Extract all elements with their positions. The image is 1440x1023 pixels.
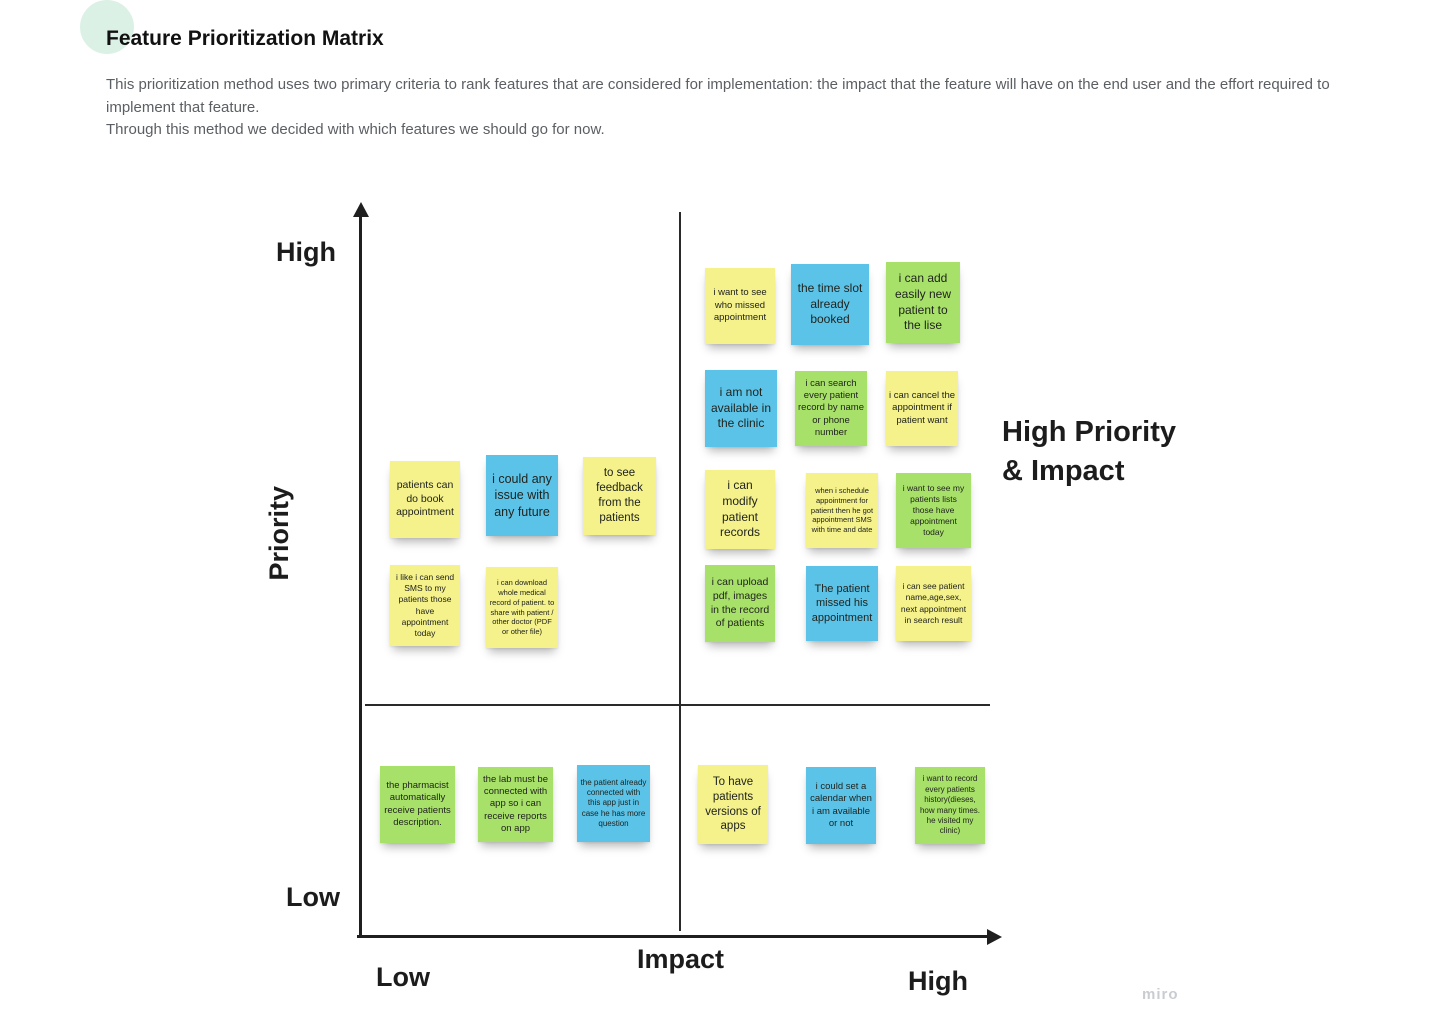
sticky-note-text: The patient missed his appointment: [811, 583, 873, 624]
sticky-note[interactable]: i can upload pdf, images in the record o…: [705, 565, 775, 642]
sticky-note[interactable]: To have patients versions of apps: [698, 765, 768, 844]
page-title: Feature Prioritization Matrix: [106, 27, 384, 51]
sticky-note-text: the patient already connected with this …: [580, 777, 647, 829]
sticky-note[interactable]: i could set a calendar when i am availab…: [806, 767, 876, 844]
sticky-note-text: i can add easily new patient to the lise: [894, 271, 952, 333]
board-description: This prioritization method uses two prim…: [106, 74, 1362, 142]
description-line-1: This prioritization method uses two prim…: [106, 76, 1330, 116]
sticky-note-text: the lab must be connected with app so i …: [483, 773, 548, 835]
sticky-note[interactable]: i could any issue with any future: [486, 455, 558, 536]
sticky-note-text: i can search every patient record by nam…: [798, 377, 865, 439]
sticky-note-text: i want to see my patients lists those ha…: [902, 482, 965, 538]
sticky-note-text: when i schedule appointment for patient …: [810, 486, 874, 535]
sticky-note[interactable]: the time slot already booked: [791, 264, 869, 345]
sticky-note[interactable]: i want to record every patients history(…: [915, 767, 985, 844]
sticky-note-text: i can see patient name,age,sex, next app…: [900, 581, 967, 625]
vertical-quadrant-divider: [679, 212, 681, 931]
y-axis-line: [359, 214, 362, 936]
x-axis-low-label: Low: [376, 962, 430, 992]
sticky-note-text: i am not available in the clinic: [710, 385, 772, 431]
sticky-note-text: i want to see who missed appointment: [713, 287, 767, 324]
sticky-note[interactable]: i can download whole medical record of p…: [486, 567, 558, 648]
sticky-note[interactable]: i want to see my patients lists those ha…: [896, 473, 971, 548]
y-axis-arrowhead: [353, 202, 369, 217]
high-priority-impact-annotation: High Priority & Impact: [1002, 413, 1176, 491]
annotation-line-1: High Priority: [1002, 416, 1177, 448]
title-accent-circle: [80, 0, 134, 54]
x-axis-high-label: High: [908, 966, 968, 996]
sticky-note[interactable]: i can modify patient records: [705, 470, 775, 549]
miro-watermark-logo: miro: [1142, 986, 1179, 1003]
sticky-note[interactable]: The patient missed his appointment: [806, 566, 878, 641]
sticky-note-text: i can upload pdf, images in the record o…: [710, 576, 770, 630]
sticky-note-text: i can download whole medical record of p…: [489, 578, 555, 636]
sticky-note[interactable]: i can search every patient record by nam…: [795, 371, 867, 446]
x-axis-title: Impact: [637, 944, 725, 974]
sticky-note[interactable]: i like i can send SMS to my patients tho…: [390, 565, 460, 646]
sticky-note[interactable]: i can add easily new patient to the lise: [886, 262, 960, 343]
y-axis-low-label: Low: [286, 882, 340, 912]
sticky-note[interactable]: the lab must be connected with app so i …: [478, 767, 553, 842]
sticky-note-text: the pharmacist automatically receive pat…: [384, 779, 451, 828]
sticky-note[interactable]: when i schedule appointment for patient …: [806, 473, 878, 548]
sticky-note-text: the time slot already booked: [797, 281, 863, 327]
sticky-note[interactable]: i can cancel the appointment if patient …: [886, 371, 958, 446]
sticky-note-text: i can cancel the appointment if patient …: [889, 389, 956, 426]
sticky-note-text: i like i can send SMS to my patients tho…: [395, 572, 455, 638]
sticky-note-text: patients can do book appointment: [396, 479, 454, 519]
sticky-note-text: to see feedback from the patients: [596, 467, 643, 524]
sticky-note-text: i can modify patient records: [719, 478, 760, 540]
sticky-note[interactable]: to see feedback from the patients: [583, 457, 656, 535]
description-line-2: Through this method we decided with whic…: [106, 121, 605, 138]
sticky-note-text: i could any issue with any future: [492, 472, 552, 519]
sticky-note-text: To have patients versions of apps: [705, 775, 761, 833]
y-axis-title: Priority: [264, 486, 294, 581]
x-axis-arrowhead: [987, 929, 1002, 945]
sticky-note[interactable]: i am not available in the clinic: [705, 370, 777, 447]
sticky-note-text: i could set a calendar when i am availab…: [810, 780, 872, 829]
sticky-note[interactable]: i can see patient name,age,sex, next app…: [896, 566, 971, 641]
y-axis-high-label: High: [276, 237, 336, 267]
annotation-line-2: & Impact: [1002, 455, 1125, 487]
sticky-note[interactable]: the patient already connected with this …: [577, 765, 650, 842]
x-axis-line: [357, 935, 989, 938]
sticky-note[interactable]: patients can do book appointment: [390, 461, 460, 538]
horizontal-quadrant-divider: [365, 704, 990, 706]
sticky-note[interactable]: the pharmacist automatically receive pat…: [380, 766, 455, 843]
sticky-note-text: i want to record every patients history(…: [919, 774, 981, 836]
sticky-note[interactable]: i want to see who missed appointment: [705, 268, 775, 344]
